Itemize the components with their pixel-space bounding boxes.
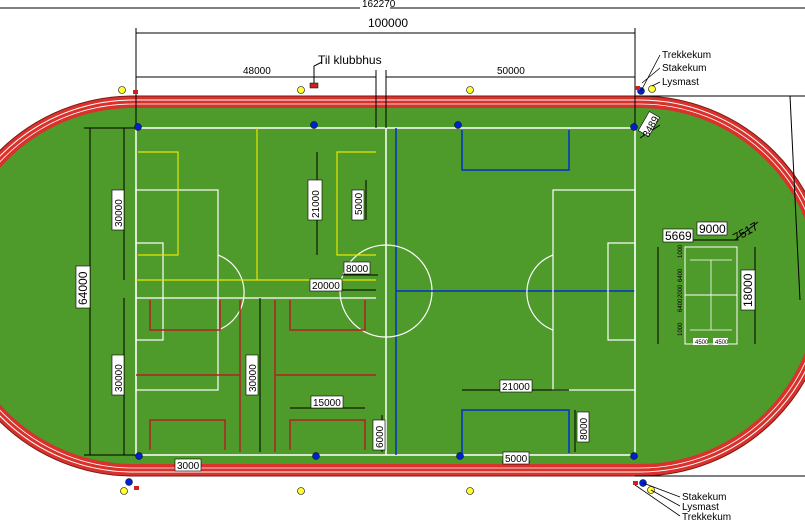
- dim-tennis-5669: 5669: [665, 229, 692, 243]
- dim-box-mid: 30000: [245, 354, 259, 396]
- drain-marker-1: [133, 90, 138, 94]
- dim-box-8000-left: 8000: [343, 261, 371, 275]
- dim-tennis-small-e: 1000: [678, 244, 684, 258]
- dim-field-width: 64000: [76, 271, 90, 305]
- dim-box-21000-left: 21000: [307, 179, 323, 221]
- dim-box-18000: 18000: [740, 269, 756, 311]
- dim-gap-6000: 6000: [375, 425, 386, 448]
- legend-trekkekum-bottom: Trekkekum: [682, 512, 731, 522]
- dim-gap-8000: 8000: [346, 264, 369, 275]
- dim-box-5000-left: 5000: [351, 189, 365, 221]
- dim-box-21000-right: 21000: [499, 379, 533, 393]
- dim-box-5000-right: 5000: [502, 451, 530, 465]
- right-goal-area: [607, 242, 636, 341]
- dim-tennis-small-g: 2000: [678, 284, 684, 298]
- dim-tennis-small-f: 1000: [678, 322, 684, 336]
- red-pitch-c: [289, 300, 366, 331]
- right-penalty-arc: [526, 254, 554, 331]
- legend-stakekum-bottom: Stakekum: [682, 492, 726, 503]
- clubhouse-arrow: [313, 61, 323, 83]
- left-goal-area: [135, 242, 164, 341]
- red-pitch-a: [149, 300, 221, 331]
- legend-lysmast-top: Lysmast: [662, 77, 699, 88]
- dim-tennis-small-d: 4500: [715, 340, 729, 346]
- legend-leader-top: [640, 54, 661, 92]
- drain-marker-2: [134, 486, 139, 490]
- dim-mini-15000: 15000: [313, 398, 341, 409]
- legend-trekkekum-top: Trekkekum: [662, 50, 711, 61]
- dim-mini-20000: 20000: [312, 281, 340, 292]
- track-lane-line-inner: [0, 103, 805, 469]
- dim-box-field-width: 64000: [75, 265, 91, 309]
- dim-box-8000: 8000: [579, 417, 590, 440]
- track-lane-line: [0, 99, 805, 473]
- red-pitch-d: [289, 419, 366, 450]
- blue-box-top: [461, 130, 570, 171]
- dim-gap-3000: 3000: [177, 461, 200, 472]
- drain-marker-3: [635, 86, 640, 90]
- dim-mini-21000: 21000: [311, 190, 322, 218]
- dim-tennis-18000: 18000: [741, 273, 755, 307]
- dim-box-8000-right: 8000: [576, 411, 590, 443]
- dim-tennis-9000: 9000: [699, 222, 726, 236]
- dim-mini-5000: 5000: [354, 192, 365, 215]
- dim-box-15000: 15000: [310, 395, 344, 409]
- left-penalty-arc: [217, 254, 245, 331]
- dim-box-21000: 21000: [502, 382, 530, 393]
- dim-half-top: 30000: [114, 199, 125, 227]
- dim-tennis-small-b: 6400: [678, 298, 684, 312]
- yellow-pitch-a: [138, 151, 179, 256]
- dim-box-half-top: 30000: [111, 189, 125, 231]
- grass-infield: [0, 108, 805, 464]
- dim-half-bottom: 30000: [114, 364, 125, 392]
- dim-field-length: 100000: [368, 16, 408, 30]
- dim-tennis-small-c: 4500: [695, 340, 709, 346]
- label-clubhouse: Til klubbhus: [318, 53, 382, 67]
- dim-box-3000: 3000: [174, 458, 202, 472]
- dim-box-half-bottom: 30000: [111, 354, 125, 396]
- dim-box-6000: 6000: [372, 419, 386, 451]
- dim-total-width: 162270: [362, 0, 396, 10]
- blue-box-bottom: [461, 409, 570, 453]
- dim-box-9000: 9000: [696, 221, 728, 236]
- dim-box-5669: 5669: [662, 228, 694, 243]
- legend-leader-bottom: [634, 482, 681, 517]
- dim-mid-30000: 30000: [248, 364, 259, 392]
- dim-tennis-small-a: 6400: [678, 268, 684, 282]
- dim-box-5000: 5000: [505, 454, 528, 465]
- dim-right-section: 50000: [497, 66, 525, 77]
- yellow-pitch-c: [336, 151, 376, 256]
- dim-left-section: 48000: [243, 66, 271, 77]
- red-pitch-b: [149, 419, 226, 450]
- legend-lysmast-bottom: Lysmast: [682, 502, 719, 513]
- dim-box-20000: 20000: [309, 278, 343, 292]
- clubhouse-marker: [309, 82, 319, 89]
- legend-stakekum-top: Stakekum: [662, 63, 706, 74]
- drain-marker-4: [633, 481, 638, 485]
